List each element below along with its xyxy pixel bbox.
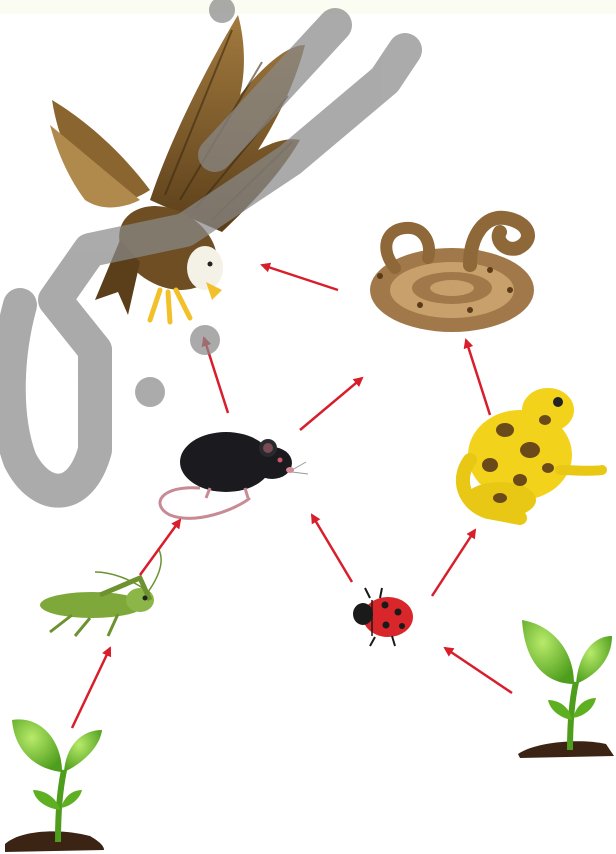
grasshopper-icon bbox=[40, 548, 161, 636]
arrow-frog-to-snake bbox=[466, 340, 490, 415]
arrow-mouse-to-snake bbox=[300, 378, 362, 430]
arrow-ladybug-to-mouse bbox=[312, 515, 352, 582]
plant-icon-left bbox=[5, 719, 104, 852]
frog-icon bbox=[463, 388, 602, 518]
ladybug-icon bbox=[353, 588, 413, 646]
arrow-plant-to-grasshopper bbox=[72, 648, 110, 728]
arrow-plant-to-ladybug bbox=[445, 648, 512, 693]
plant-icon-right bbox=[518, 620, 614, 758]
mouse-icon bbox=[160, 432, 308, 518]
arrow-ladybug-to-frog bbox=[432, 530, 475, 596]
flow-arrows bbox=[72, 265, 512, 728]
arrow-snake-to-eagle bbox=[262, 265, 338, 290]
snake-icon bbox=[370, 218, 534, 332]
